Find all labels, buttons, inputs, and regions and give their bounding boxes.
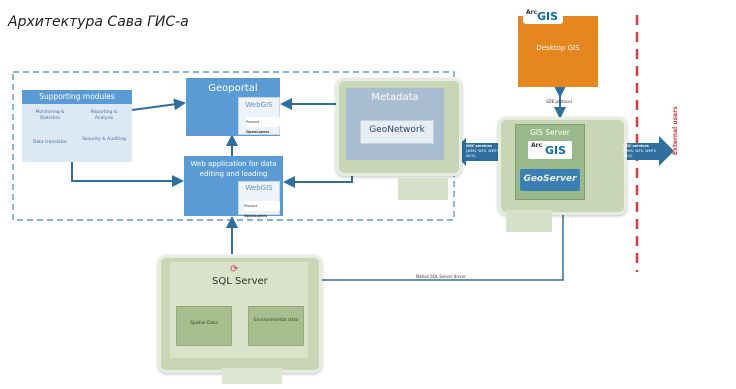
arrow-supporting-to-webapp: [71, 162, 184, 187]
ogc-left-arrow: [452, 138, 500, 166]
environmental-data-box: Environmental data: [248, 306, 304, 346]
webapp-title-line1: Web application for data: [190, 160, 277, 168]
ogc-left-line1: OGC services: [466, 144, 492, 148]
geoserver-text: GeoServer: [523, 174, 577, 184]
native-sql-label: Native SQL Server driver: [415, 274, 467, 279]
ogc-right-arrow: [623, 136, 674, 166]
sde-protocol-label: SDE protocol: [546, 99, 572, 104]
ogc-left-label: OGC services (WMS, WFS, WMTS, WCS): [466, 144, 502, 159]
ogc-right-line1: OGC services: [623, 144, 649, 148]
server-gis-text: GIS: [545, 144, 567, 157]
sql-caption-badge: [222, 368, 282, 384]
module-monitoring: Monitoring & Statistics: [35, 110, 65, 121]
desktop-gis-box: Desktop GIS: [518, 16, 598, 87]
ogc-left-line2: (WMS, WFS, WMTS, WCS): [466, 149, 501, 158]
sql-server-inner: ⟳ SQL Server Spatial Data Environmental …: [170, 262, 308, 358]
geoportal-openlayers-text: OpenLayers: [246, 130, 270, 134]
supporting-modules-title-text: Supporting modules: [39, 92, 115, 101]
arcgis-logo-server: Arc GIS: [528, 141, 572, 159]
webapp-openlayers-text: OpenLayers: [244, 214, 268, 218]
server-arc-text: Arc: [531, 142, 543, 149]
module-data-translator: Data translator: [32, 140, 68, 145]
geoportal-powered-by: Product: [246, 120, 260, 124]
arrow-gisserver-to-sql: [268, 212, 564, 285]
metadata-caption-badge: [398, 178, 448, 200]
spatial-data-box: Spatial Data: [176, 306, 232, 346]
diagram-title: Архитектура Сава ГИС-а: [8, 14, 189, 30]
module-reporting: Reporting & Analysis: [90, 110, 118, 121]
gis-caption-badge: [506, 210, 552, 232]
sql-server-label: SQL Server: [212, 276, 268, 287]
geoportal-title: Geoportal: [208, 83, 258, 94]
gis-server-inner: GIS Server Arc GIS GeoServer: [515, 124, 585, 200]
module-security: Security & Auditing: [82, 137, 126, 142]
arcgis-logo-desktop: Arc GIS: [523, 9, 563, 24]
webapp-box: Web application for data editing and loa…: [184, 156, 283, 218]
ogc-right-label: OGC services (WMS, WFS, WMTS, WCS): [623, 144, 659, 159]
spatial-data-label: Spatial Data: [190, 321, 218, 326]
environmental-data-label: Environmental data: [253, 318, 299, 323]
geoportal-webgis-label: WebGIS: [245, 101, 273, 109]
metadata-inner: Metadata GeoNetwork: [346, 88, 444, 160]
geoportal-openlayers-badge: Product OpenLayers: [246, 117, 280, 134]
geoportal-box: Geoportal WebGIS Product OpenLayers: [186, 78, 280, 136]
arc-logo-text: Arc: [526, 9, 538, 16]
geoserver-logo: GeoServer: [520, 169, 580, 191]
desktop-gis-label: Desktop GIS: [536, 44, 580, 52]
external-users-label: External users: [672, 106, 679, 155]
arrow-supporting-to-geoportal: [131, 98, 186, 111]
sql-server-icon: ⟳: [230, 264, 239, 275]
gis-server-title: GIS Server: [530, 128, 570, 137]
webapp-powered-by: Product: [244, 204, 258, 208]
gis-logo-text: GIS: [537, 10, 559, 23]
ogc-right-line2: (WMS, WFS, WMTS, WCS): [623, 149, 658, 158]
geonetwork-logo: GeoNetwork: [360, 120, 434, 144]
geoportal-webgis-panel: WebGIS: [238, 97, 280, 135]
webapp-webgis-label: WebGIS: [245, 184, 273, 192]
sql-server-logo: ⟳ SQL Server: [212, 264, 268, 288]
supporting-modules-title: Supporting modules: [22, 90, 132, 104]
geonetwork-text: GeoNetwork: [369, 125, 425, 135]
supporting-modules-box: Supporting modules Monitoring & Statisti…: [22, 90, 132, 162]
webapp-openlayers-badge: Product OpenLayers: [244, 201, 280, 218]
metadata-title: Metadata: [371, 92, 419, 103]
webapp-title-line2: editing and loading: [199, 170, 268, 178]
